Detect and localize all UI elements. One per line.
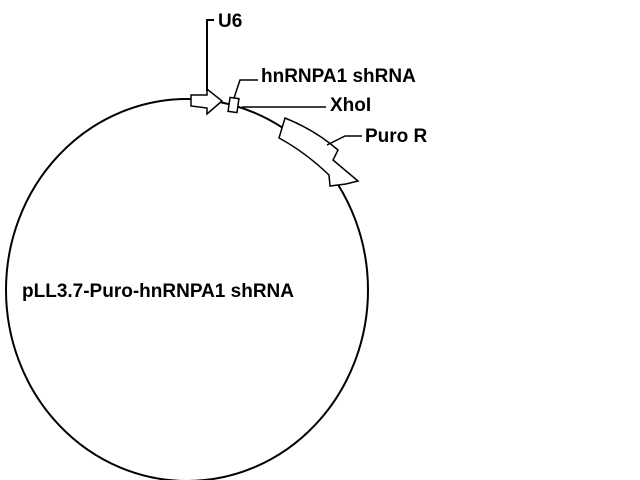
shrna-leader-line	[233, 79, 258, 99]
plasmid-name-label: pLL3.7-Puro-hnRNPA1 shRNA	[22, 281, 294, 302]
puro-r-label: Puro R	[365, 126, 428, 147]
xhoi-label: XhoI	[330, 95, 371, 116]
shrna-box	[227, 96, 240, 114]
u6-leader-line	[206, 19, 214, 91]
u6-label: U6	[218, 11, 242, 32]
puro-r-arrow	[278, 116, 360, 187]
shrna-label: hnRNPA1 shRNA	[261, 66, 416, 87]
puro-r-leader-line	[326, 135, 362, 146]
u6-promoter-arrow	[190, 87, 224, 116]
plasmid-backbone	[5, 98, 369, 480]
